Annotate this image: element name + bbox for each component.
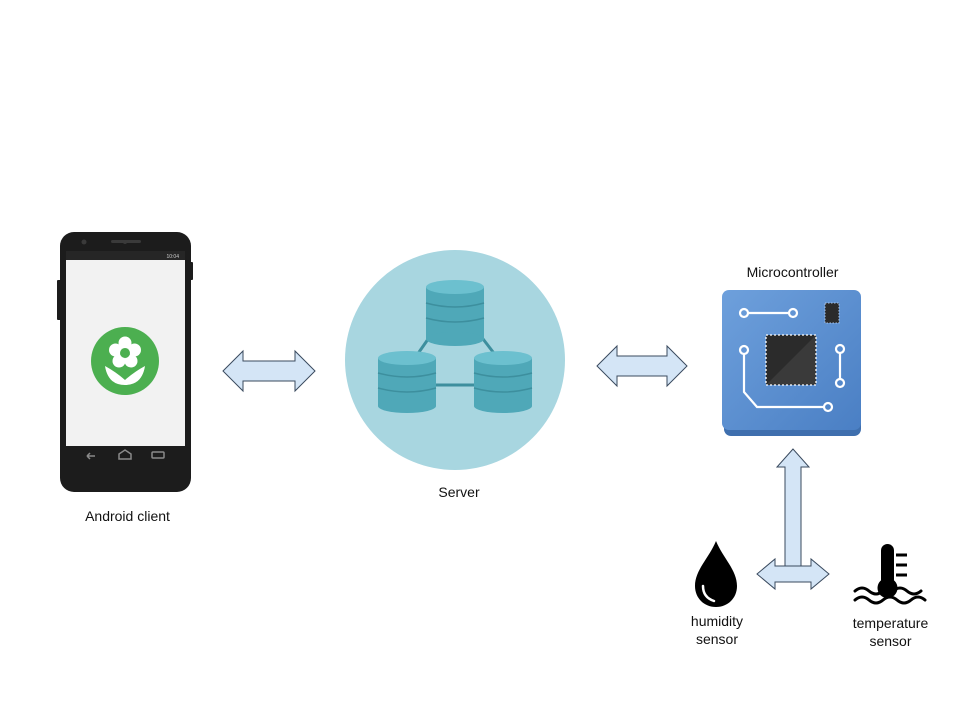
humidity-sensor-label: humidity sensor [690,613,744,647]
database-icon [425,280,485,346]
small-chip-icon [825,303,839,323]
server-circle [345,250,565,470]
circuit-traces [738,307,846,413]
phone-nav-buttons [86,449,165,460]
android-client-label: Android client [85,508,170,524]
android-phone-icon: 10:04 [57,232,193,492]
microcontroller-label: Microcontroller [746,264,839,280]
server-cluster-icon [345,250,565,470]
bidirectional-arrow-client-server [222,349,316,393]
temperature-sensor-label: temperature sensor [852,615,929,649]
vertical-arrow-microcontroller-sensors [775,448,811,567]
thermometer-icon [853,544,927,605]
microcontroller-board-icon [722,290,861,436]
database-icon [377,351,437,413]
database-icon [473,351,533,413]
phone-status-time: 10:04 [166,254,179,260]
bidirectional-arrow-sensors [756,557,830,591]
server-label: Server [438,484,480,500]
water-drop-icon [695,541,737,607]
flower-app-icon [91,327,159,395]
bidirectional-arrow-server-microcontroller [596,344,688,388]
wave-lines [853,586,927,605]
